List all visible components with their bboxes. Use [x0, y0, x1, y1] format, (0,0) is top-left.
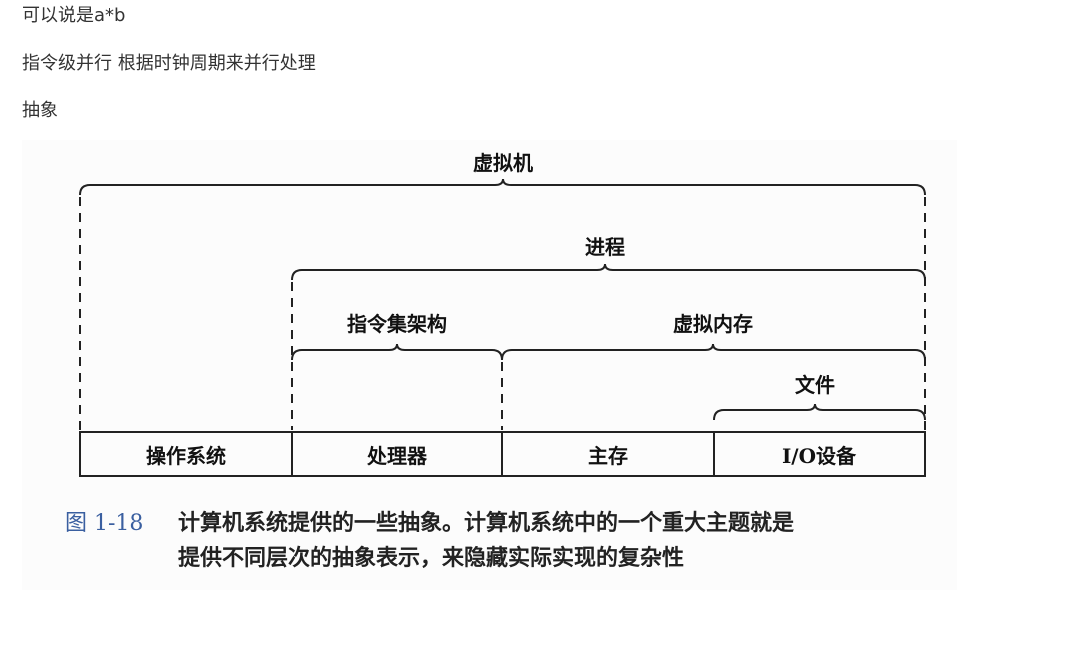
- paragraph-2: 指令级并行 根据时钟周期来并行处理: [22, 53, 316, 74]
- paragraph-3: 抽象: [22, 100, 58, 121]
- brace-files: [713, 403, 926, 421]
- label-isa: 指令集架构: [347, 312, 447, 336]
- paragraph-1: 可以说是a*b: [22, 5, 126, 26]
- brace-process: [291, 263, 926, 281]
- abstraction-diagram: 虚拟机 进程 指令集架构 虚拟内存 文件 操作系统 处理器 主存 I/O设备 图…: [22, 140, 957, 590]
- box-io-devices: I/O设备: [782, 444, 857, 468]
- caption-line-1: 计算机系统提供的一些抽象。计算机系统中的一个重大主题就是: [178, 510, 794, 536]
- caption-number: 图 1-18: [65, 511, 143, 536]
- label-virtual-machine: 虚拟机: [473, 151, 533, 175]
- brace-virtual-memory: [501, 343, 926, 361]
- brace-isa: [291, 343, 503, 361]
- label-process: 进程: [585, 235, 625, 259]
- label-virtual-memory: 虚拟内存: [673, 312, 753, 336]
- box-operating-system: 操作系统: [146, 444, 226, 468]
- box-main-memory: 主存: [588, 444, 628, 468]
- box-processor: 处理器: [366, 444, 428, 468]
- brace-virtual-machine: [79, 178, 926, 196]
- hardware-boxes: [79, 431, 926, 477]
- label-files: 文件: [795, 373, 835, 397]
- caption-line-2: 提供不同层次的抽象表示，来隐藏实际实现的复杂性: [178, 545, 684, 571]
- dashed-lines: [79, 197, 926, 430]
